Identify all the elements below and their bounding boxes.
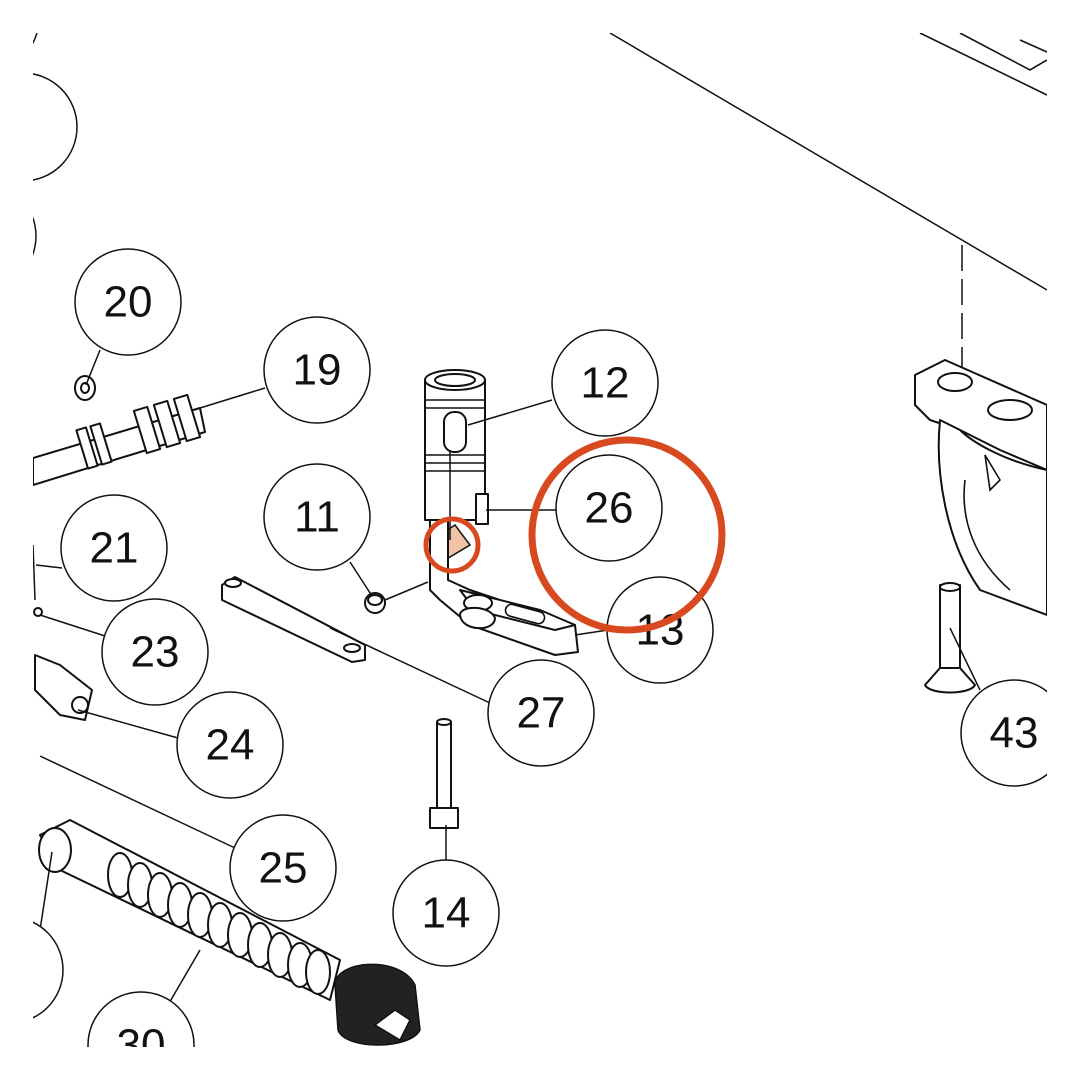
callout-25-label: 25 (259, 844, 308, 893)
callout-24-label: 24 (206, 721, 255, 770)
callout-43-label: 43 (990, 709, 1039, 758)
callout-partial-left (33, 33, 38, 256)
callout-27: 27 (487, 659, 595, 767)
callout-24: 24 (176, 691, 284, 799)
callout-14: 14 (392, 859, 500, 967)
callout-21-label: 21 (90, 524, 139, 573)
pin-43-part (924, 582, 976, 694)
pin-14-part (429, 718, 459, 829)
callout-19: 19 (263, 316, 371, 424)
bushing-11-part (364, 592, 386, 614)
bracket-13-part (429, 519, 579, 656)
callout-30: 30 (87, 991, 195, 1070)
callout-27-label: 27 (517, 689, 566, 738)
callout-2: 2 (11, 73, 78, 181)
highlight-circle-large (528, 436, 726, 634)
callout-11-label: 11 (294, 493, 340, 542)
left-small-parts (33, 544, 93, 721)
spring-screw-assembly-part (38, 819, 421, 1046)
callout-partial-bottom-left (33, 921, 64, 1019)
callout-26-label: 26 (585, 484, 634, 533)
callout-11: 11 (263, 463, 371, 571)
receiver-body-part (609, 33, 1047, 370)
callout-20-label: 20 (104, 278, 153, 327)
callout-26: 26 (555, 454, 663, 562)
mount-bracket-part (914, 359, 1047, 616)
callout-12-label: 12 (581, 359, 630, 408)
callout-2-label: 2 (11, 103, 35, 152)
callout-21: 21 (60, 494, 168, 602)
callout-12: 12 (551, 329, 659, 437)
callout-19-label: 19 (293, 346, 342, 395)
leader-lines (35, 349, 981, 1006)
callout-14-label: 14 (422, 889, 471, 938)
spool-12-part (424, 369, 489, 525)
callout-23: 23 (101, 598, 209, 706)
highlight-circle-small (423, 516, 481, 574)
callout-43: 43 (960, 679, 1047, 787)
callout-23-label: 23 (131, 628, 180, 677)
rod-19-part (33, 393, 206, 486)
callout-20: 20 (74, 248, 182, 356)
washer-20-part (74, 375, 96, 401)
callout-25: 25 (229, 814, 337, 922)
callout-30-label: 30 (117, 1021, 166, 1070)
link-27-part (221, 576, 366, 663)
